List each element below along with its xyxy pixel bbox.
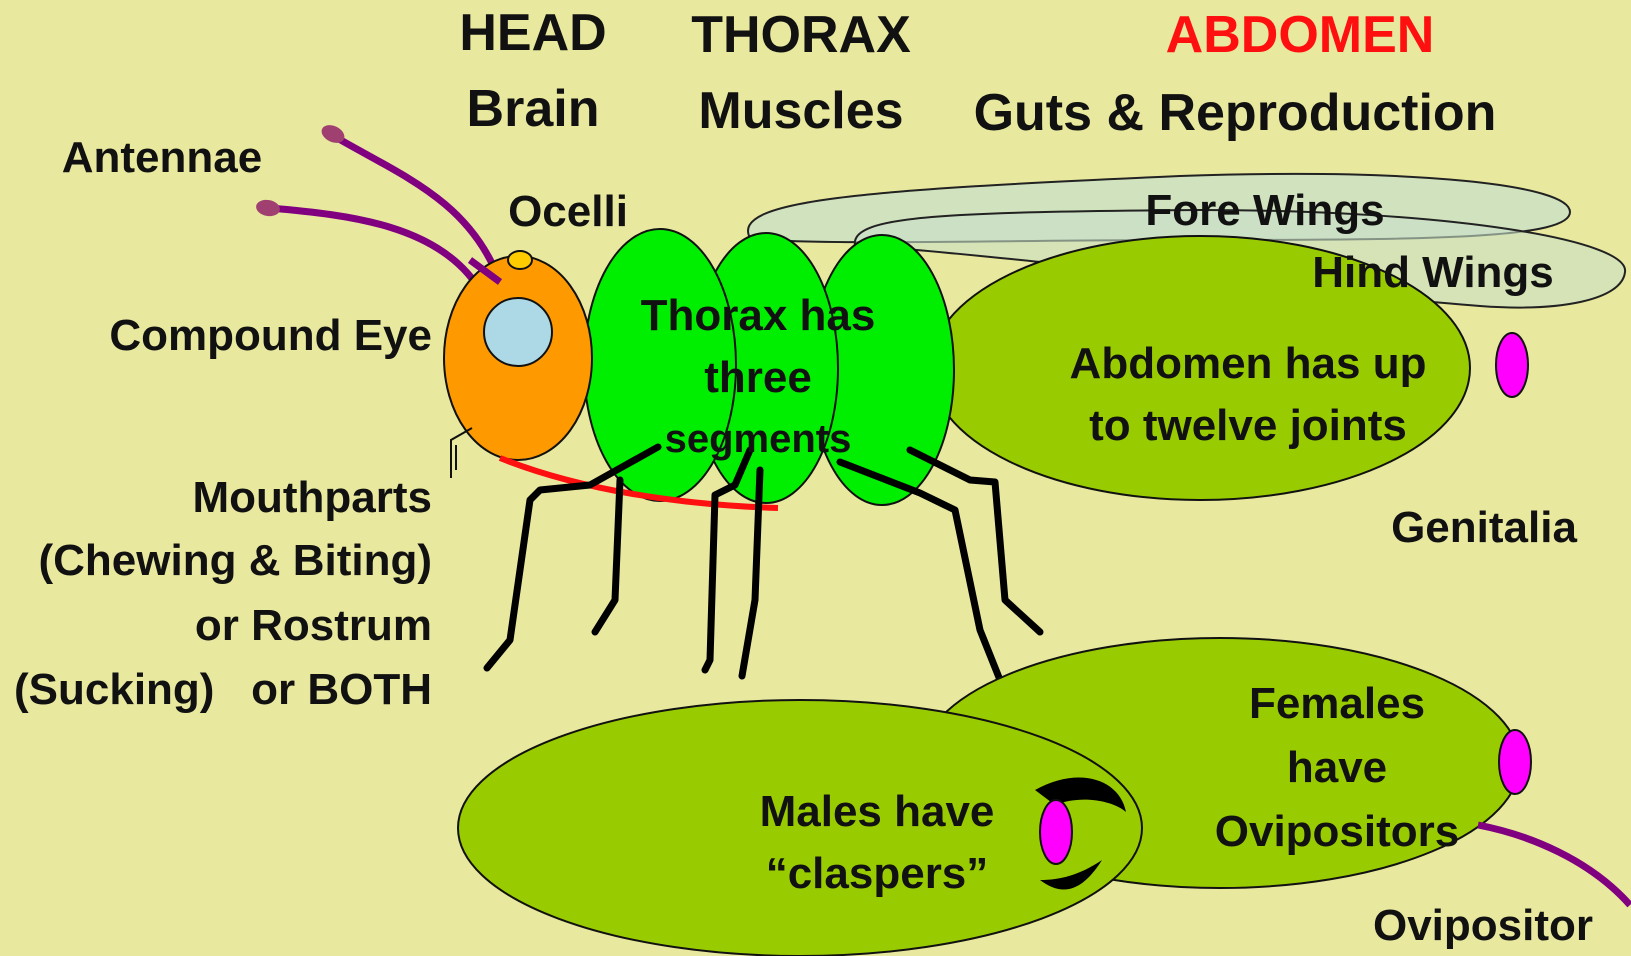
female-note-line2: have — [1287, 743, 1387, 792]
male-genital-tip — [1040, 800, 1072, 864]
label-ovipositor: Ovipositor — [1373, 901, 1593, 950]
head-subtitle: Brain — [467, 80, 600, 138]
label-mouthparts-line1: Mouthparts — [192, 473, 432, 522]
male-note-line1: Males have — [760, 787, 995, 836]
leg-front-right — [595, 480, 620, 632]
abdomen-title: ABDOMEN — [1166, 6, 1435, 64]
label-fore-wings: Fore Wings — [1145, 186, 1384, 235]
label-mouthparts-line4: (Sucking) or BOTH — [14, 665, 432, 714]
female-note-line1: Females — [1249, 679, 1425, 728]
abdomen-subtitle: Guts & Reproduction — [974, 84, 1497, 142]
thorax-title: THORAX — [691, 6, 911, 64]
male-note-line2: “claspers” — [766, 849, 989, 898]
label-hind-wings: Hind Wings — [1312, 248, 1554, 297]
label-ocelli: Ocelli — [508, 187, 628, 236]
thorax-note-line1: Thorax has — [641, 291, 876, 340]
thorax-note-line3: segments — [665, 417, 852, 461]
label-genitalia: Genitalia — [1391, 503, 1577, 552]
ovipositor-line — [1478, 825, 1630, 905]
abdomen-note-line1: Abdomen has up — [1070, 339, 1427, 388]
thorax-note-line2: three — [704, 353, 812, 402]
ocellus — [508, 251, 532, 269]
antenna-lower — [270, 208, 480, 290]
compound-eye — [484, 298, 552, 366]
female-note-line3: Ovipositors — [1215, 807, 1460, 856]
female-genital-tip — [1499, 730, 1531, 794]
label-mouthparts-line3: or Rostrum — [195, 601, 432, 650]
genital-tip — [1496, 333, 1528, 397]
antenna-lower-tip — [255, 198, 281, 218]
thorax-subtitle: Muscles — [698, 82, 903, 140]
head-title: HEAD — [459, 4, 606, 62]
label-antennae: Antennae — [62, 133, 262, 182]
label-mouthparts-line2: (Chewing & Biting) — [39, 536, 433, 585]
label-compound-eye: Compound Eye — [109, 311, 432, 360]
abdomen-note-line2: to twelve joints — [1089, 401, 1407, 450]
